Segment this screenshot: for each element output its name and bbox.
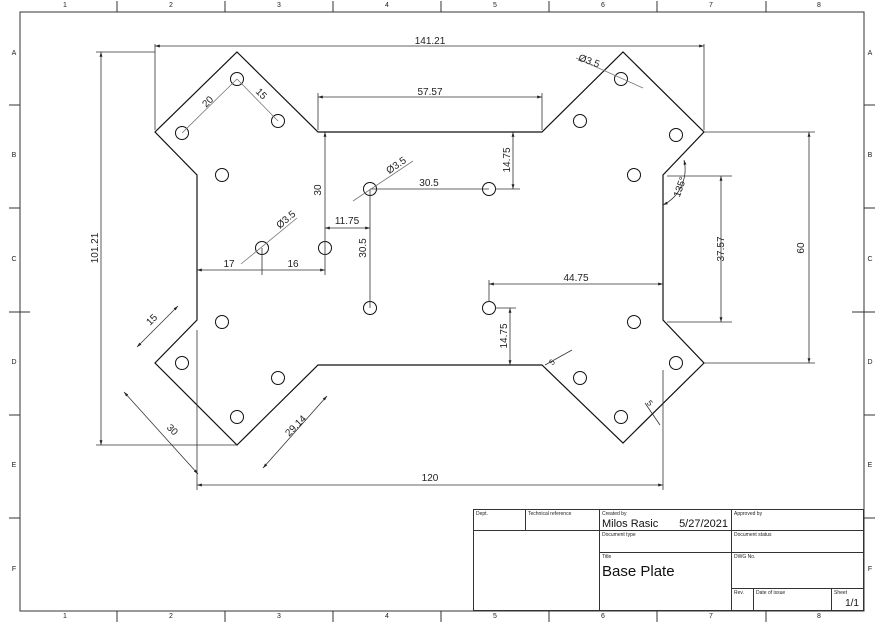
dim-14-75-bottom: 14.75	[499, 323, 510, 348]
dim-5-a: 5	[547, 357, 557, 367]
zone-row-c-right: C	[867, 256, 873, 263]
zone-col-1-top: 1	[63, 2, 67, 9]
tb-dept: Dept.	[473, 509, 526, 531]
zone-row-e-left: E	[11, 462, 17, 469]
dim-29-14: 29.14	[283, 413, 309, 439]
dim-30-5-v: 30.5	[358, 238, 369, 258]
zone-row-a-right: A	[867, 50, 873, 57]
dim-11-75: 11.75	[335, 216, 360, 227]
tb-dwg-no: DWG No.	[731, 552, 864, 589]
zone-col-4-top: 4	[385, 2, 389, 9]
zone-col-7-bottom: 7	[709, 613, 713, 620]
zone-row-d-right: D	[867, 359, 873, 366]
tb-title: Title Base Plate	[599, 552, 732, 611]
dim-120: 120	[422, 473, 439, 484]
dim-44-75: 44.75	[563, 273, 588, 284]
zone-col-4-bottom: 4	[385, 613, 389, 620]
zone-col-8-top: 8	[817, 2, 821, 9]
dim-30-5-h: 30.5	[419, 178, 439, 189]
tb-sheet-value: 1/1	[845, 598, 859, 609]
dim-overall-height: 101.21	[90, 232, 101, 263]
dim-dia-center: Ø3.5	[385, 155, 409, 177]
zone-col-6-top: 6	[601, 2, 605, 9]
tb-date-of-issue: Date of issue	[753, 588, 832, 611]
tb-sheet: Sheet 1/1	[831, 588, 864, 611]
holes	[175, 72, 683, 424]
zone-col-3-bottom: 3	[277, 613, 281, 620]
dim-dia-left: Ø3.5	[275, 209, 299, 232]
tb-sheet-label: Sheet	[834, 590, 848, 596]
dimension-lines	[96, 44, 815, 490]
zone-row-c-left: C	[11, 256, 17, 263]
tb-created-by-value: Milos Rasic	[602, 518, 659, 530]
tb-rev: Rev.	[731, 588, 754, 611]
dim-30-left: 30	[313, 184, 324, 196]
zone-row-a-left: A	[11, 50, 17, 57]
zone-col-8-bottom: 8	[817, 613, 821, 620]
tb-created-by-label: Created by	[602, 511, 627, 517]
part-outline	[154, 51, 705, 446]
tb-document-status: Document status	[731, 530, 864, 553]
zone-row-f-right: F	[867, 566, 873, 573]
tb-blank-area	[473, 530, 600, 611]
dim-20: 20	[200, 94, 216, 110]
tb-document-type: Document type	[599, 530, 732, 553]
zone-col-5-bottom: 5	[493, 613, 497, 620]
tb-title-label: Title	[602, 554, 612, 560]
dim-overall-width: 141.21	[415, 36, 446, 47]
tb-document-status-label: Document status	[734, 532, 772, 538]
zone-row-d-left: D	[11, 359, 17, 366]
zone-row-e-right: E	[867, 462, 873, 469]
dim-5-b: 5	[645, 398, 655, 408]
dim-30-bottom: 30	[164, 422, 180, 438]
zone-col-5-top: 5	[493, 2, 497, 9]
zone-ticks	[9, 1, 875, 622]
tb-technical-reference-label: Technical reference	[528, 511, 572, 517]
tb-created-date: 5/27/2021	[679, 518, 728, 530]
tb-title-value: Base Plate	[602, 563, 675, 580]
zone-row-b-left: B	[11, 152, 17, 159]
tb-dept-label: Dept.	[476, 511, 488, 517]
dim-15: 15	[253, 86, 269, 102]
zone-col-2-bottom: 2	[169, 613, 173, 620]
dim-17: 17	[223, 259, 235, 270]
zone-row-b-right: B	[867, 152, 873, 159]
tb-date-of-issue-label: Date of issue	[756, 590, 786, 596]
tb-dwg-no-label: DWG No.	[734, 554, 756, 560]
zone-row-f-left: F	[11, 566, 17, 573]
zone-col-6-bottom: 6	[601, 613, 605, 620]
tb-document-type-label: Document type	[602, 532, 636, 538]
dim-37-57: 37.57	[716, 236, 727, 261]
dim-dia-top-right: Ø3.5	[577, 53, 602, 71]
tb-technical-reference: Technical reference	[525, 509, 600, 531]
tb-approved-by-label: Approved by	[734, 511, 763, 517]
dim-top-slot: 57.57	[417, 87, 442, 98]
zone-col-3-top: 3	[277, 2, 281, 9]
dim-14-75-top: 14.75	[502, 147, 513, 172]
dim-16: 16	[287, 259, 299, 270]
tb-rev-label: Rev.	[734, 590, 744, 596]
tb-created-by: Created by Milos Rasic 5/27/2021	[599, 509, 732, 531]
tb-approved-by: Approved by	[731, 509, 864, 531]
dim-60: 60	[796, 242, 807, 254]
dim-angle-135: 135°	[672, 176, 689, 199]
zone-col-1-bottom: 1	[63, 613, 67, 620]
zone-col-2-top: 2	[169, 2, 173, 9]
zone-col-7-top: 7	[709, 2, 713, 9]
